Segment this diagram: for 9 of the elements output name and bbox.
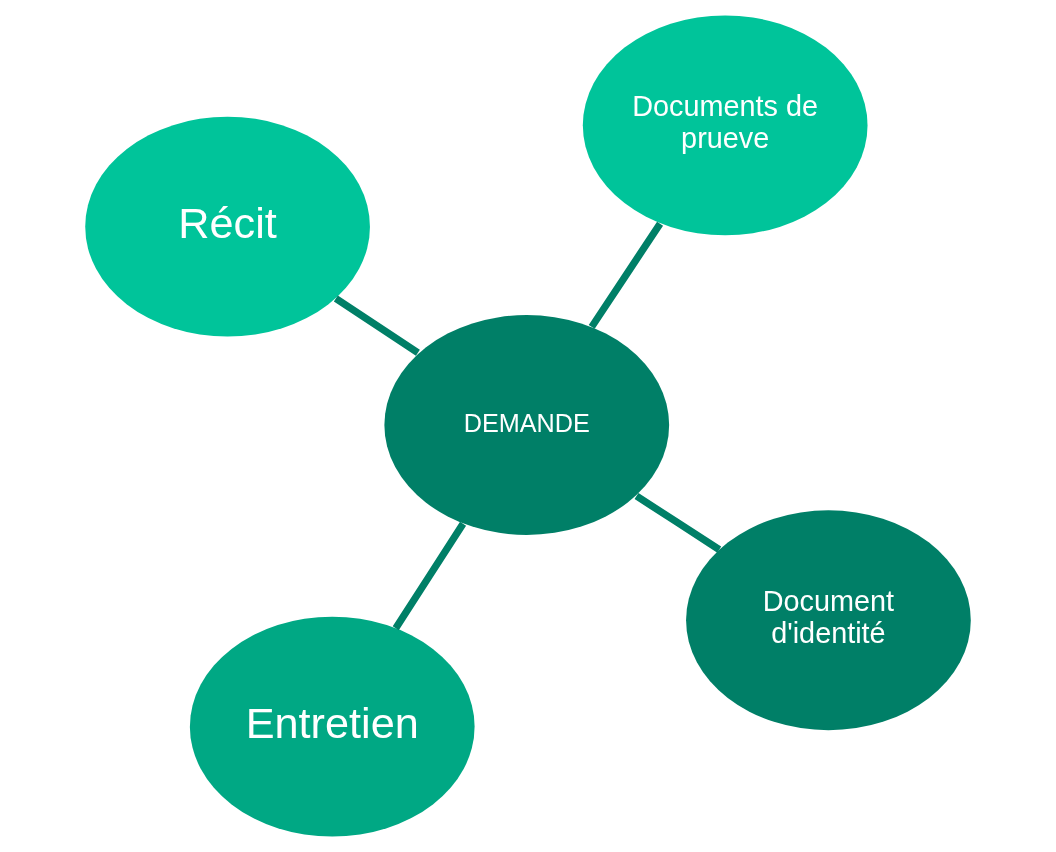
node-ellipse: Récit	[85, 116, 370, 337]
connector	[392, 521, 467, 631]
connector	[634, 493, 722, 553]
node-ellipse: DEMANDE	[384, 315, 670, 535]
node-ellipse: Document d'identité	[686, 510, 971, 731]
connector	[333, 295, 420, 356]
node-ellipse: Documents de prueve	[582, 15, 868, 236]
connector	[588, 221, 664, 329]
node-ellipse: Entretien	[189, 616, 475, 837]
